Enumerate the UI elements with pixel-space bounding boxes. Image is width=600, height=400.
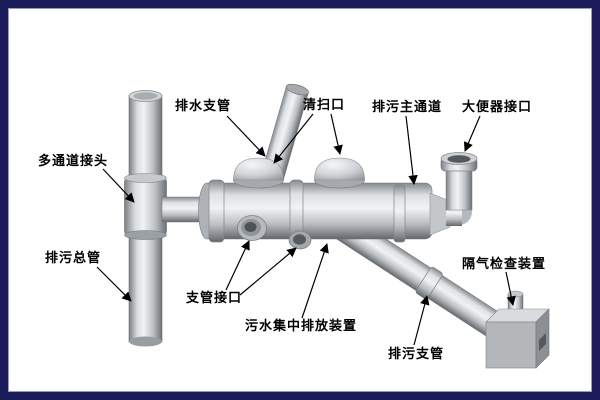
branch-joint-port-graphic [237,215,267,241]
branch-joint-port-2-graphic [288,230,312,250]
leader-arrow [463,115,481,152]
label-drain-branch-pipe: 排水支管 [175,98,232,113]
leader-arrow [405,115,418,185]
leader-arrow [96,266,132,302]
label-toilet-connector: 大便器接口 [462,99,533,114]
multi-channel-joint-graphic [124,173,167,240]
leader-arrow [273,113,314,164]
central-discharge-device-graphic [198,179,433,243]
label-main-sewage-channel: 排污主通道 [372,99,443,114]
cleanout-port-2-graphic [314,157,365,189]
label-sewage-branch-pipe: 排污支管 [388,346,445,361]
label-multi-channel-joint: 多通道接头 [38,153,109,168]
leader-arrow [505,271,516,306]
label-cleanout-port: 清扫口 [303,97,346,112]
toilet-connector-graphic [429,152,478,236]
leader-arrow [102,168,135,203]
leader-arrow [330,113,343,155]
leader-arrow [413,295,430,346]
label-branch-pipe-joint: 支管接口 [186,290,243,305]
leader-arrow [225,240,250,291]
leader-arrow [301,243,329,319]
cleanout-port-1-graphic [233,157,284,189]
label-main-sewage-pipe: 排污总管 [45,250,102,265]
leader-arrow [226,115,266,157]
leader-arrows [96,113,516,346]
leader-arrow [239,247,297,296]
air-check-device-graphic [485,290,550,369]
label-central-discharge-device: 污水集中排放装置 [245,318,358,333]
label-air-trap-inspection: 隔气检查装置 [462,256,547,271]
